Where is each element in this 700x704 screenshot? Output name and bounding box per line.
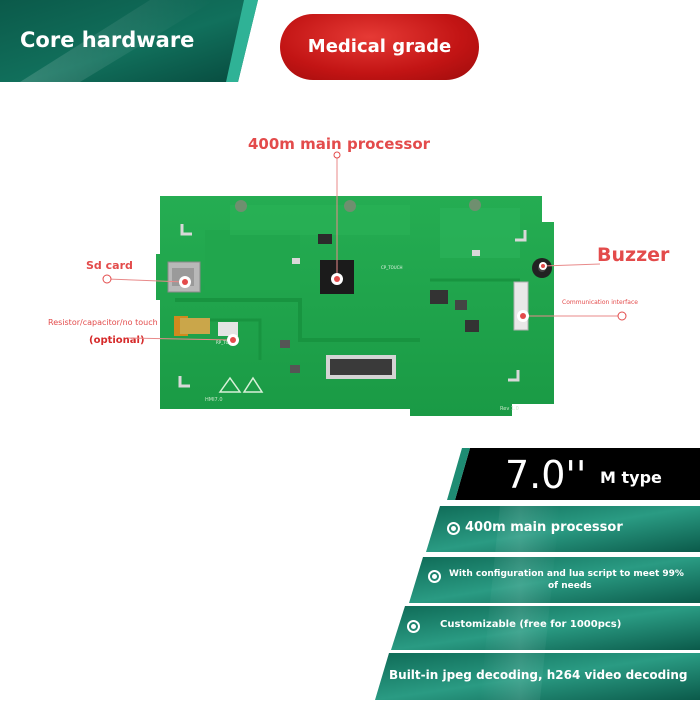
- callout-buzzer: Buzzer: [597, 244, 670, 266]
- marker-resistor: [227, 334, 239, 346]
- silkscreen-model: HMI7.0: [205, 397, 223, 403]
- callout-optional: (optional): [89, 335, 145, 346]
- silkscreen-rev: Rev 1.0: [500, 406, 519, 412]
- callout-resistor: Resistor/capacitor/no touch: [48, 318, 158, 327]
- silkscreen-fpc-left: RP_TOUCH: [216, 340, 238, 345]
- spec-item-customizable: Customizable (free for 1000pcs): [440, 619, 622, 630]
- marker-comm: [517, 310, 529, 322]
- callout-sd-card: Sd card: [86, 259, 133, 272]
- page-title: Core hardware: [20, 28, 195, 52]
- spec-panel: 7.0'' M type 400m main processor With co…: [0, 448, 700, 700]
- callout-comm-interface: Communication interface: [562, 299, 638, 306]
- silkscreen-fpc-right: CP_TOUCH: [381, 265, 403, 270]
- pcb-board-illustration: HMI7.0 Rev 1.0 RP_TOUCH CP_TOUCH: [102, 151, 627, 416]
- medical-grade-badge: Medical grade: [280, 14, 479, 80]
- marker-buzzer: [539, 262, 547, 270]
- banner-shape: [0, 0, 258, 82]
- callout-processor: 400m main processor: [248, 135, 431, 153]
- concentric-circle-icon: [447, 522, 460, 535]
- concentric-circle-icon: [407, 620, 420, 633]
- header-banner: Core hardware: [0, 0, 258, 82]
- spec-item-config-line1: With configuration and lua script to mee…: [449, 569, 684, 579]
- spec-screen-size: 7.0'': [505, 453, 587, 497]
- badge-label: Medical grade: [307, 36, 452, 57]
- marker-sd-card: [179, 276, 191, 288]
- spec-item-decoding: Built-in jpeg decoding, h264 video decod…: [389, 668, 688, 682]
- spec-item-processor: 400m main processor: [465, 520, 623, 535]
- spec-panel-shape: [375, 448, 700, 700]
- spec-item-config-line2: of needs: [548, 581, 592, 591]
- concentric-circle-icon: [428, 570, 441, 583]
- spec-type: M type: [600, 468, 662, 487]
- marker-processor: [331, 273, 343, 285]
